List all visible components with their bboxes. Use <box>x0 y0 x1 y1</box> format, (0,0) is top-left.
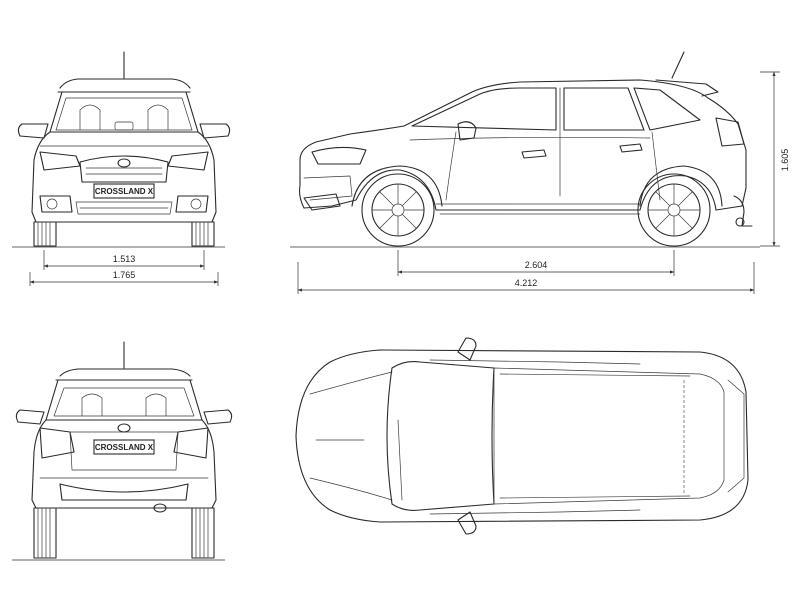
top-view <box>295 337 749 535</box>
height-label: 1.605 <box>780 149 790 172</box>
dimension-overall-length: 4.212 <box>297 262 755 294</box>
overall-length-label: 4.212 <box>515 278 538 288</box>
dimension-overall-width: 1.765 <box>29 270 219 286</box>
wheelbase-label: 2.604 <box>525 260 548 270</box>
overall-width-label: 1.765 <box>113 270 136 280</box>
dimension-front-track: 1.513 <box>43 250 205 270</box>
rear-badge: CROSSLAND X <box>95 443 154 452</box>
front-track-label: 1.513 <box>113 254 136 264</box>
front-view: CROSSLAND X <box>12 51 231 248</box>
dimension-height: 1.605 <box>760 71 790 247</box>
front-badge: CROSSLAND X <box>95 187 154 196</box>
side-view <box>290 51 760 248</box>
dimension-wheelbase: 2.604 <box>397 250 675 276</box>
rear-view: CROSSLAND X <box>12 341 233 561</box>
